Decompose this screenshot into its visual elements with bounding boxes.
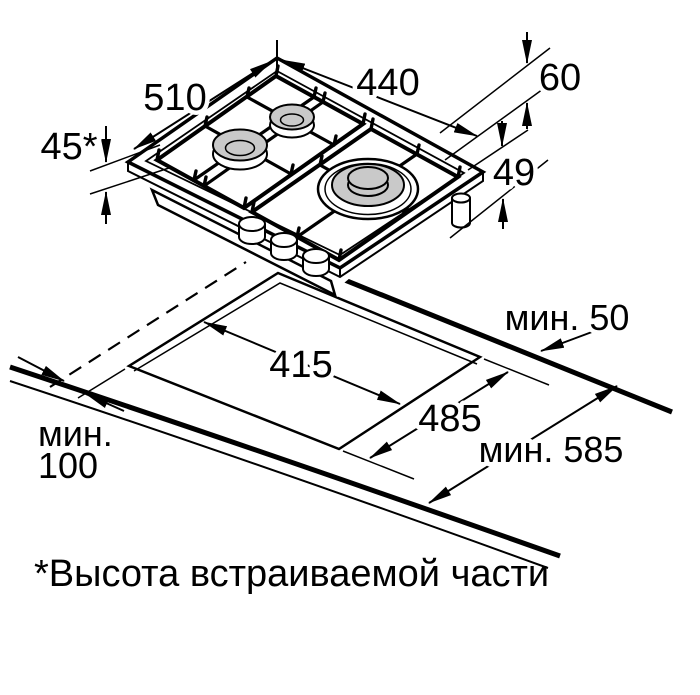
hob-height-below-label: 49 (493, 152, 535, 194)
extension-line-45-top (89, 144, 161, 172)
hob-leg (451, 192, 471, 229)
worktop-cutout-inner-edge (133, 282, 478, 372)
burner-large (316, 157, 420, 221)
min-side-clearance-label: мин. 50 (505, 297, 630, 338)
extension-line-60-top (439, 47, 551, 134)
extension-line-49-top (467, 129, 529, 171)
dim-hob-height-above: 60 (522, 32, 586, 129)
dim-hob-width: 440 (281, 58, 478, 137)
extension-line-60-bottom (444, 83, 551, 161)
worktop-front-edge-thickness (9, 380, 549, 569)
worktop-drawing: 415 485 мин. 585 мин. 50 мин. 100 (9, 242, 673, 569)
cutout-depth-label: 485 (418, 398, 481, 440)
extension-line-cutout-left (77, 368, 126, 399)
min-back-clearance-label-line1: мин. (38, 413, 113, 454)
min-worktop-depth-label: мин. 585 (479, 429, 624, 470)
dim-hob-height-below: 49 (488, 121, 540, 229)
dim-min-side-clearance: мин. 50 (500, 293, 634, 352)
cutout-width-label: 415 (269, 344, 332, 386)
hob-built-in-height-label: 45* (40, 126, 97, 168)
control-knob-1 (238, 216, 266, 245)
dim-hob-built-in-height: 45* (36, 122, 173, 224)
burner-small (269, 103, 315, 139)
control-knob-2 (270, 232, 298, 261)
control-knob-3 (302, 248, 330, 277)
hob-width-label: 440 (356, 62, 419, 104)
extension-line-cutout-front (342, 450, 415, 480)
worktop-front-edge (9, 364, 561, 559)
worktop-back-edge-dashed (49, 261, 247, 388)
hob-depth-label: 510 (143, 77, 206, 119)
dim-min-back-clearance: мин. 100 (17, 356, 125, 491)
control-knobs (238, 216, 330, 277)
hob-height-above-label: 60 (539, 57, 581, 99)
extension-line-cutout-right (483, 358, 550, 386)
min-back-clearance-label-line2: 100 (38, 445, 98, 486)
footnote: *Высота встраиваемой части (34, 553, 549, 595)
extension-line-45-bottom (89, 166, 173, 195)
dim-hob-depth: 510 (133, 60, 273, 150)
burner-medium (212, 128, 268, 171)
hob-dimensions: 510 440 60 49 45* (36, 32, 586, 239)
dim-cutout-width: 415 (203, 321, 401, 405)
dim-min-worktop-depth: мин. 585 (428, 385, 628, 504)
